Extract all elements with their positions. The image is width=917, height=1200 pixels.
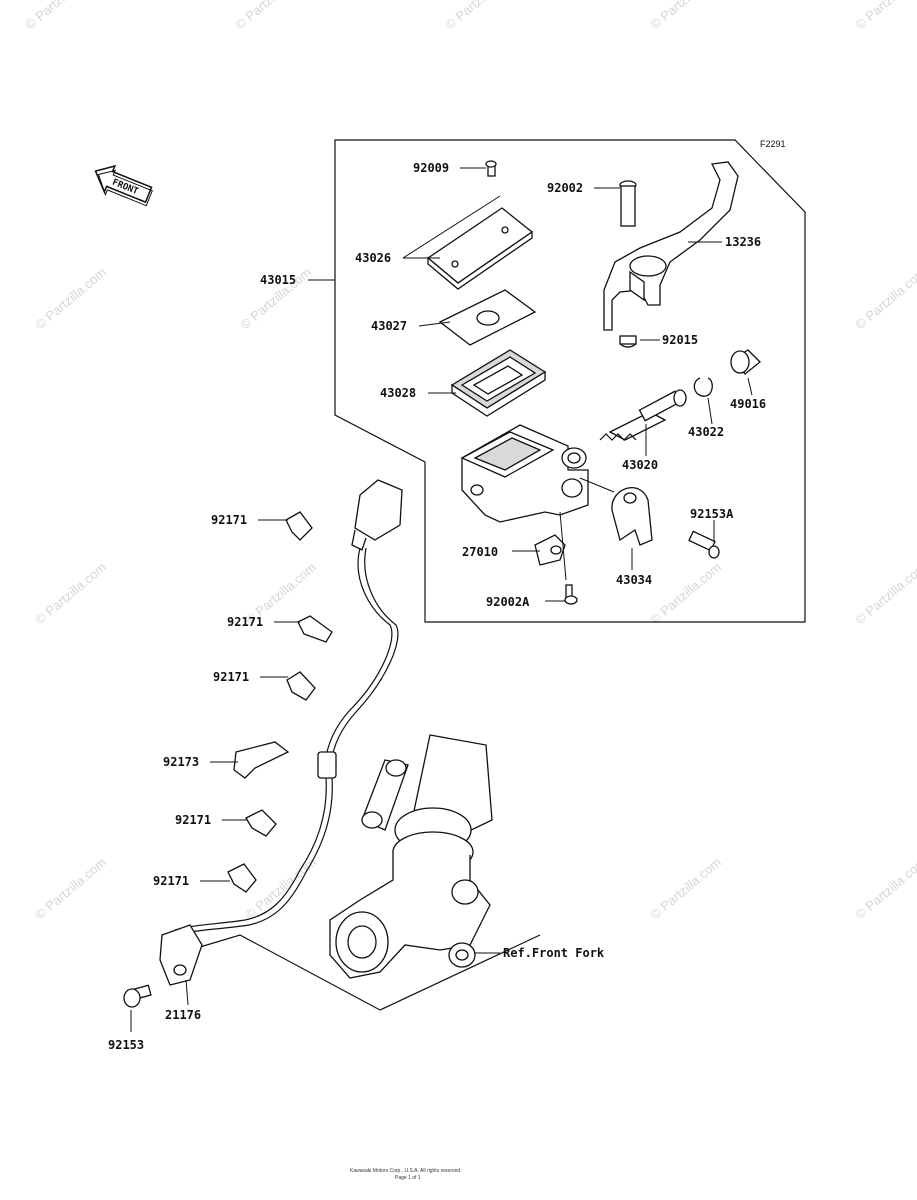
- watermark: © Partzilla.com: [242, 854, 319, 922]
- label-92015: 92015: [662, 333, 698, 347]
- label-43022: 43022: [688, 425, 724, 439]
- label-92009: 92009: [413, 161, 449, 175]
- clip-92171-a: [285, 511, 313, 541]
- clip-92171-d: [245, 809, 277, 837]
- lower-frame: [189, 934, 541, 1011]
- watermark: © Partzilla.com: [852, 854, 917, 922]
- label-43020: 43020: [622, 458, 658, 472]
- figure-code: F2291: [760, 139, 786, 149]
- watermark: © Partzilla.com: [442, 0, 519, 32]
- clip-92171-b: [297, 615, 333, 643]
- label-92171: 92171: [153, 874, 189, 888]
- diaphragm-43028: [450, 349, 547, 417]
- switch-27010: [534, 534, 566, 566]
- circlip-43022: [693, 377, 713, 397]
- watermark: © Partzilla.com: [22, 0, 99, 32]
- label-43026: 43026: [355, 251, 391, 265]
- boot-49016: [730, 349, 761, 375]
- copyright-footer: Kawasaki Motors Corp., U.S.A. All rights…: [350, 1168, 461, 1181]
- part-labels: 92009 92002 13236 43015 43026 43027 4302…: [108, 161, 766, 1052]
- reservoir-cap-43026: [426, 207, 534, 290]
- reference-front-fork: Ref.Front Fork: [503, 946, 605, 960]
- label-43028: 43028: [380, 386, 416, 400]
- watermark: © Partzilla.com: [647, 854, 724, 922]
- watermark: © Partzilla.com: [647, 559, 724, 627]
- label-92002: 92002: [547, 181, 583, 195]
- label-49016: 49016: [730, 397, 766, 411]
- label-92171: 92171: [175, 813, 211, 827]
- clamp-43034: [611, 487, 653, 546]
- label-92002A: 92002A: [486, 595, 530, 609]
- front-arrow-icon: FRONT: [94, 164, 153, 207]
- label-92153: 92153: [108, 1038, 144, 1052]
- lever-13236: [603, 161, 739, 331]
- label-13236: 13236: [725, 235, 761, 249]
- plate-43027: [438, 289, 537, 346]
- clip-92171-c: [286, 671, 316, 701]
- front-fork: [329, 734, 493, 979]
- label-43034: 43034: [616, 573, 652, 587]
- brake-line: [159, 479, 403, 986]
- label-27010: 27010: [462, 545, 498, 559]
- bolt-92153A: [688, 530, 720, 559]
- label-21176: 21176: [165, 1008, 201, 1022]
- watermark: © Partzilla.com: [32, 559, 109, 627]
- pivot-bolt-92002: [619, 180, 637, 227]
- clip-92171-e: [227, 863, 257, 893]
- label-43027: 43027: [371, 319, 407, 333]
- clamp-92173: [233, 741, 290, 779]
- label-92171: 92171: [211, 513, 247, 527]
- screw-92002A: [564, 584, 578, 605]
- label-92171: 92171: [227, 615, 263, 629]
- label-92153A: 92153A: [690, 507, 734, 521]
- label-92171: 92171: [213, 670, 249, 684]
- label-92173: 92173: [163, 755, 199, 769]
- label-43015: 43015: [260, 273, 296, 287]
- watermark: © Partzilla.com: [852, 264, 917, 332]
- watermark: © Partzilla.com: [232, 0, 309, 32]
- leader-lines: [130, 167, 753, 1032]
- screw-92009: [485, 160, 497, 177]
- bolt-92153: [123, 984, 152, 1008]
- copyright-line: Kawasaki Motors Corp., U.S.A. All rights…: [350, 1168, 461, 1174]
- assembly-frame: [334, 139, 806, 623]
- nut-92015: [619, 335, 637, 348]
- copyright-line: Page 1 of 1: [395, 1175, 421, 1181]
- piston-assembly-43020: [599, 389, 687, 441]
- watermark: © Partzilla.com: [32, 854, 109, 922]
- watermark: © Partzilla.com: [647, 0, 724, 32]
- watermark: © Partzilla.com: [32, 264, 109, 332]
- watermark: © Partzilla.com: [852, 559, 917, 627]
- watermark: © Partzilla.com: [852, 0, 917, 32]
- master-cylinder-body: [460, 424, 589, 523]
